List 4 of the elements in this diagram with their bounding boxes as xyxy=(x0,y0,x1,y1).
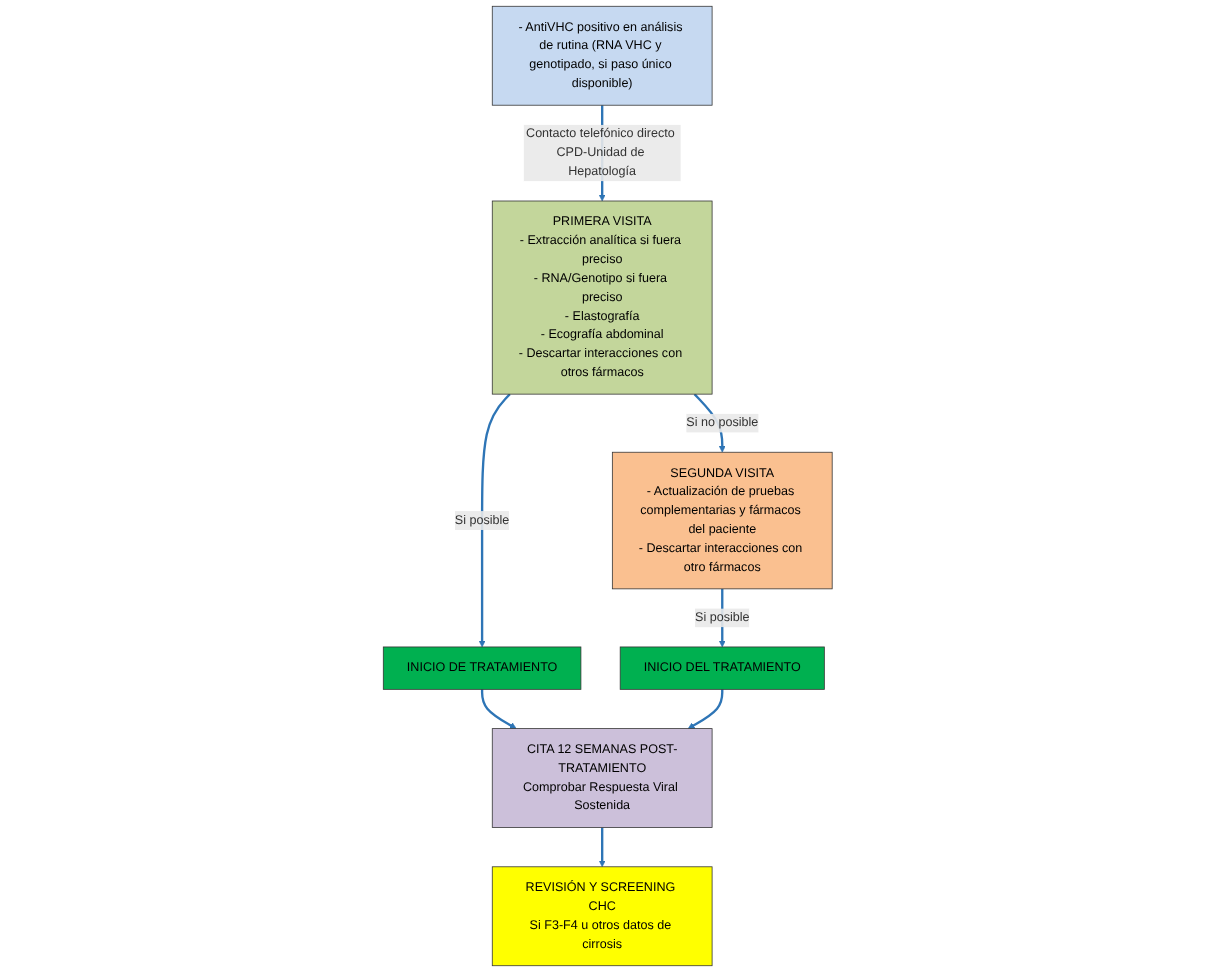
arrow xyxy=(688,689,724,729)
arrow xyxy=(481,689,517,729)
arrow xyxy=(599,827,606,868)
arrow xyxy=(478,393,511,648)
